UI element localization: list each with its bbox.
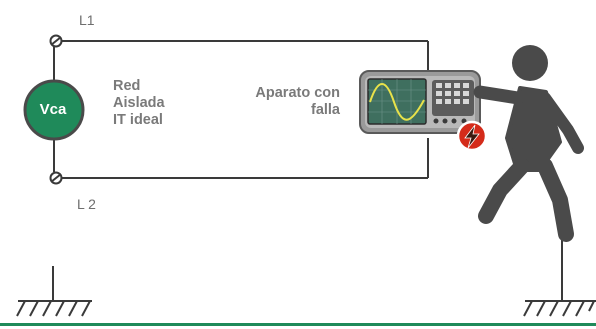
lightning-bolt-icon	[464, 124, 480, 149]
label-l2: L 2	[77, 196, 96, 212]
network-description: Red Aislada IT ideal	[113, 78, 165, 129]
wiring	[53, 40, 429, 179]
oscilloscope-device	[359, 70, 481, 134]
sine-wave	[369, 83, 425, 121]
network-label-line2: Aislada	[113, 95, 165, 111]
terminal-l1	[49, 34, 63, 48]
device-description: Aparato con falla	[235, 85, 340, 119]
ground-symbol-icon	[16, 266, 92, 317]
network-label-line1: Red	[113, 78, 141, 94]
ground-symbol-icon	[523, 234, 596, 317]
device-label-line2: falla	[310, 102, 340, 118]
network-label-line3: IT ideal	[113, 112, 163, 128]
source-label: Vca	[39, 101, 67, 118]
person-silhouette-icon	[473, 45, 584, 242]
fault-indicator	[456, 120, 488, 152]
ac-source	[23, 79, 85, 141]
device-label-line1: Aparato con	[255, 85, 340, 101]
label-l1: L1	[79, 12, 95, 28]
terminal-l2	[49, 171, 63, 185]
